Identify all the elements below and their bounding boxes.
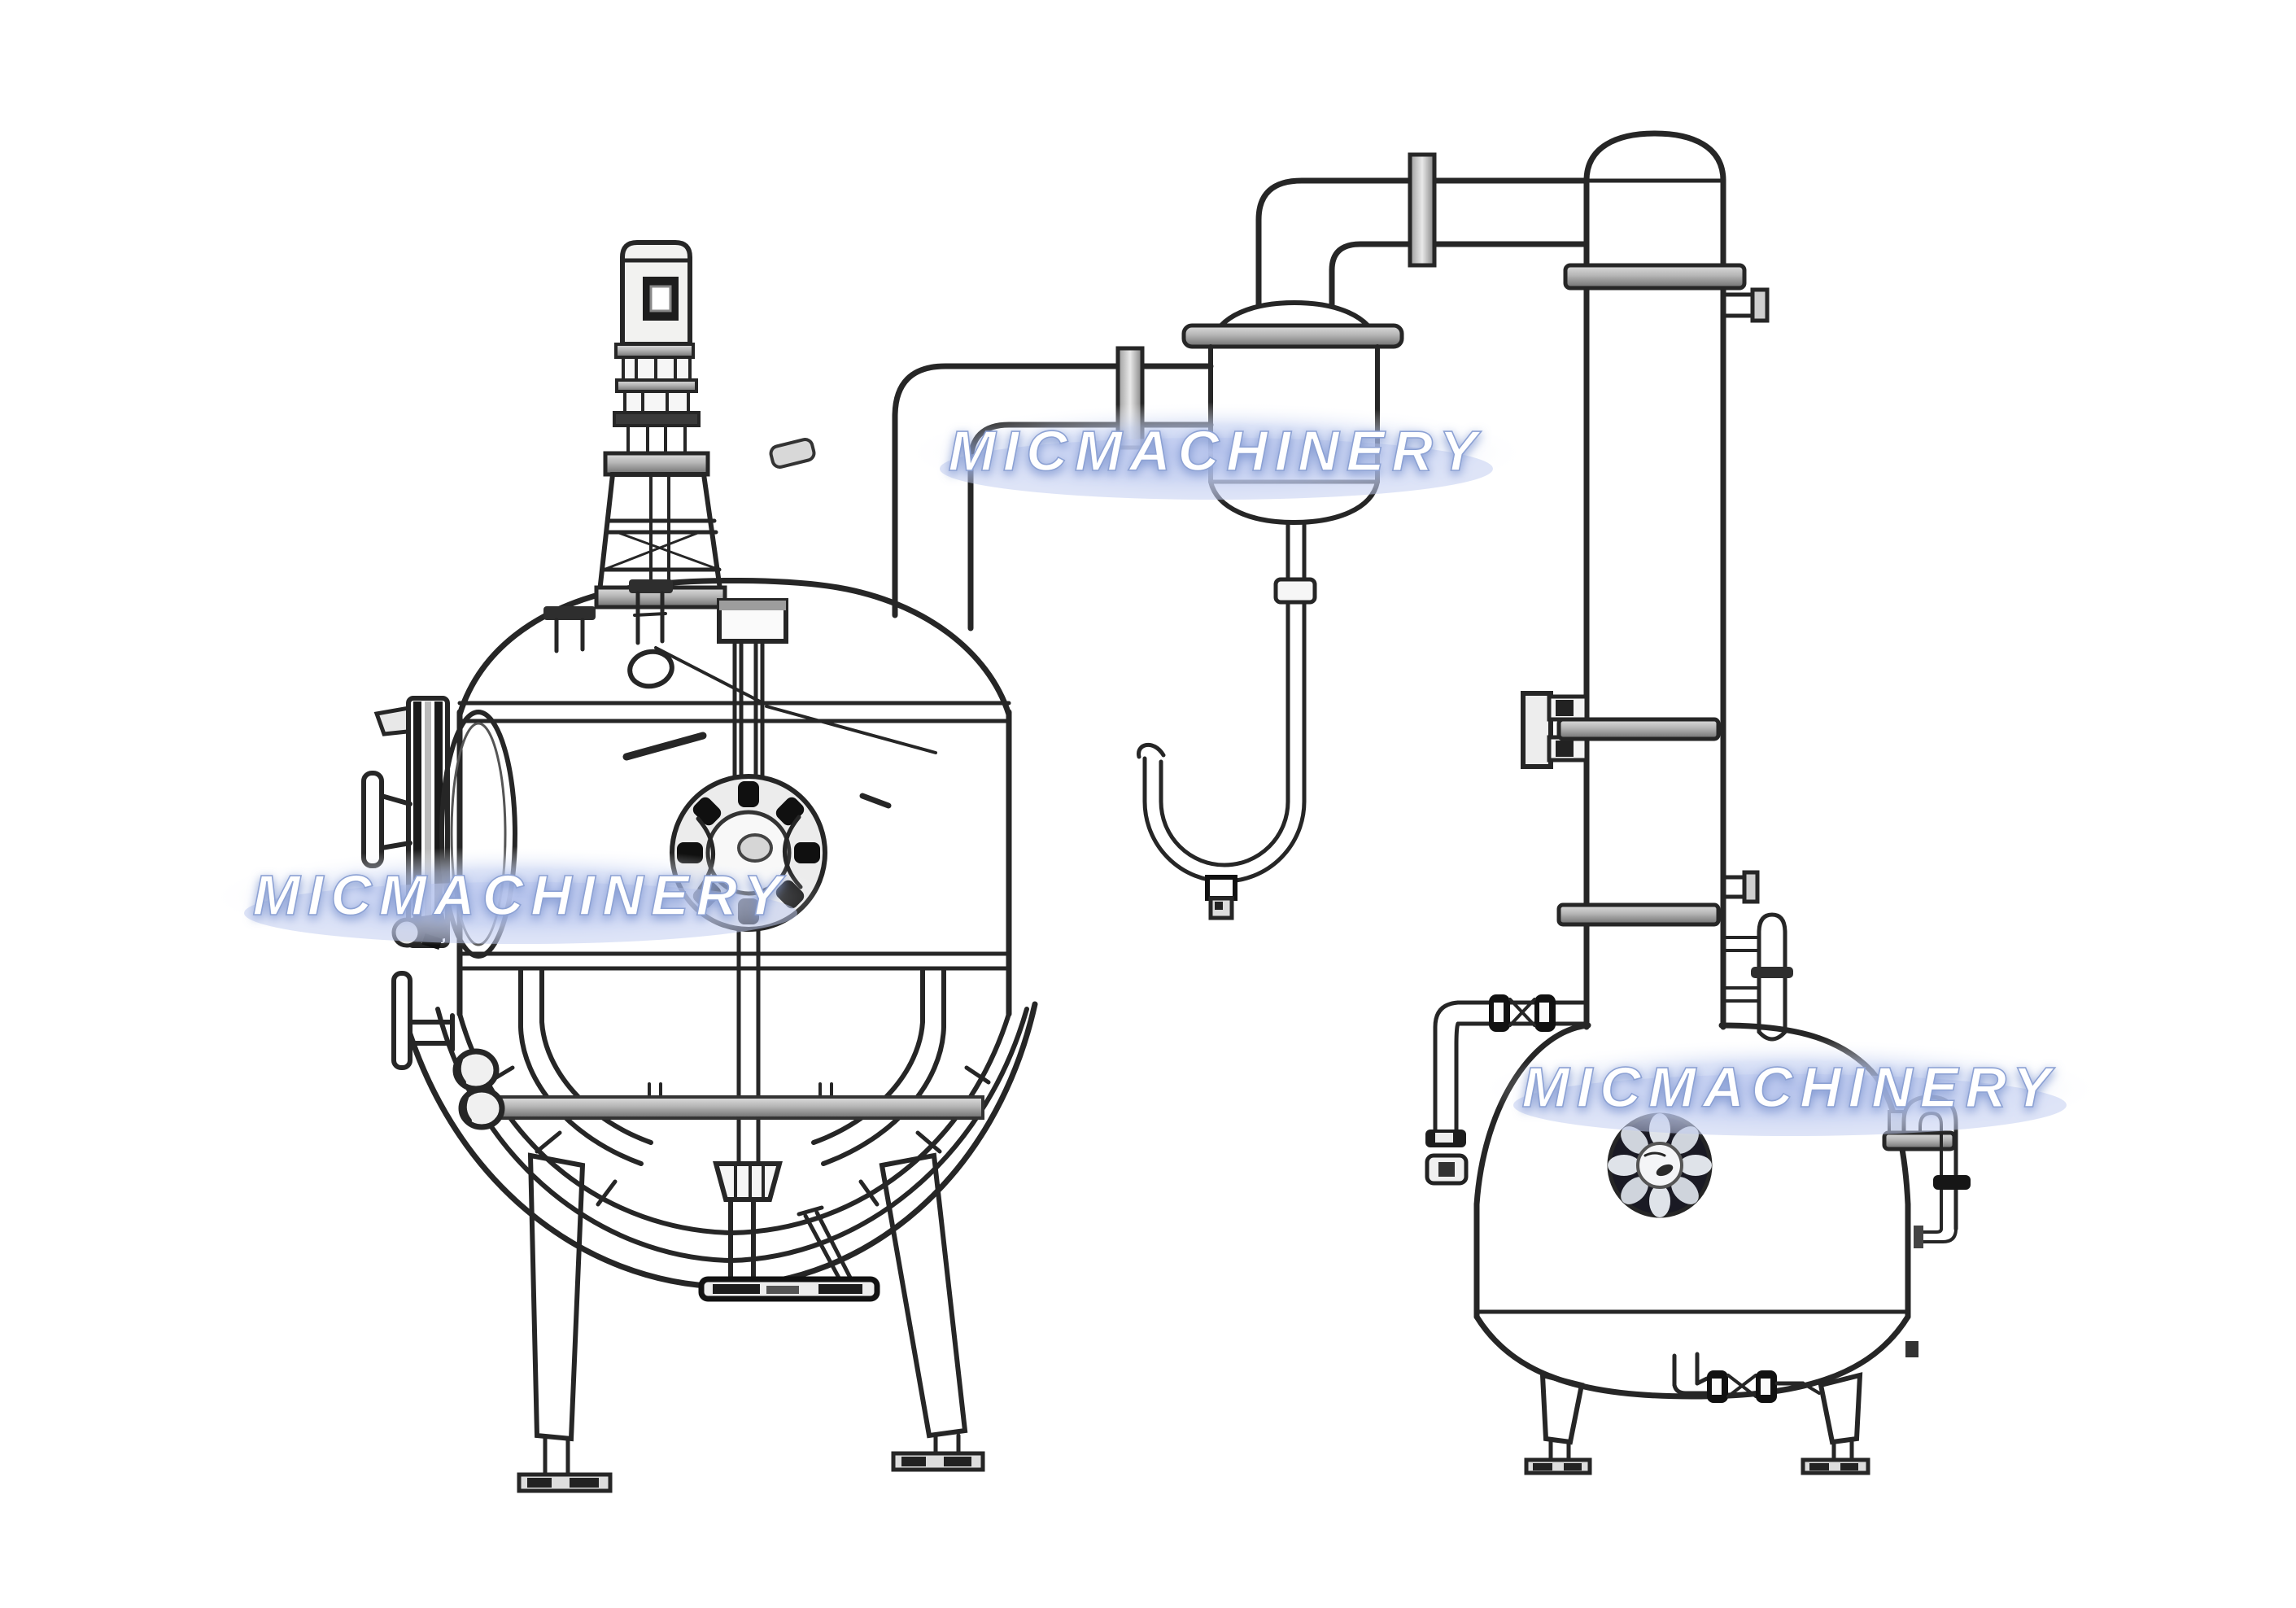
receiver-leg-right bbox=[1801, 1372, 1870, 1475]
paddle-cross-bar bbox=[485, 1082, 984, 1120]
sketch-leader-line bbox=[765, 705, 937, 754]
watermark-left-tank: MICMACHINERY bbox=[207, 846, 834, 947]
watermark-text: MICMACHINERY bbox=[1522, 1055, 2058, 1119]
receiver-tank-shell bbox=[1473, 1022, 1918, 1400]
separator-union-collar bbox=[1273, 577, 1317, 605]
bottom-discharge-flange bbox=[698, 1197, 880, 1302]
side-handle bbox=[391, 971, 455, 1070]
upper-vapor-run bbox=[1255, 152, 1590, 309]
bottom-bearing bbox=[713, 1161, 783, 1202]
column-mid-band bbox=[1556, 717, 1721, 741]
agitator-motor bbox=[620, 240, 692, 347]
watermark-top-center: MICMACHINERY bbox=[903, 402, 1530, 503]
dome-nozzle-sightglass bbox=[627, 579, 674, 689]
condenser-column bbox=[1521, 130, 1793, 1042]
separator-u-bend bbox=[1137, 743, 1307, 920]
receiver-leg-left bbox=[1524, 1372, 1592, 1475]
pipe-flange-plate-upper bbox=[1408, 152, 1437, 268]
column-dome bbox=[1583, 130, 1726, 184]
column-top-band bbox=[1563, 263, 1747, 291]
platform-tab bbox=[769, 438, 816, 469]
receiver-left-valve-line bbox=[1425, 994, 1589, 1186]
tank-leg-left bbox=[517, 1152, 613, 1493]
separator-drop-pipe bbox=[1273, 520, 1317, 804]
sketch-leader-line bbox=[654, 646, 765, 705]
jacket-clamp-links bbox=[452, 1048, 505, 1130]
motor-coupling-stack bbox=[603, 343, 816, 477]
level-gauge-pipe bbox=[1722, 912, 1793, 1042]
anchor-agitator-arms bbox=[518, 968, 946, 1166]
separator-pot bbox=[1137, 299, 1404, 920]
shaft-gland bbox=[717, 598, 788, 644]
column-support-bracket bbox=[1521, 691, 1589, 769]
watermark-text: MICMACHINERY bbox=[949, 419, 1485, 483]
sketch-dash bbox=[622, 732, 707, 761]
watermark-right-tank: MICMACHINERY bbox=[1477, 1038, 2103, 1139]
separator-flange-band bbox=[1181, 323, 1404, 349]
column-side-nozzle-lower bbox=[1721, 870, 1760, 904]
dome-nozzle-capped bbox=[543, 606, 596, 653]
u-bend-drain-fitting bbox=[1205, 875, 1237, 901]
wall-bolt-tab bbox=[1905, 1341, 1918, 1357]
watermark-text: MICMACHINERY bbox=[253, 863, 789, 927]
column-side-nozzle-upper bbox=[1721, 287, 1770, 323]
agitator-shaft bbox=[622, 639, 937, 1192]
column-lower-band bbox=[1556, 902, 1721, 927]
receiver-bottom-drain bbox=[1672, 1352, 1821, 1403]
